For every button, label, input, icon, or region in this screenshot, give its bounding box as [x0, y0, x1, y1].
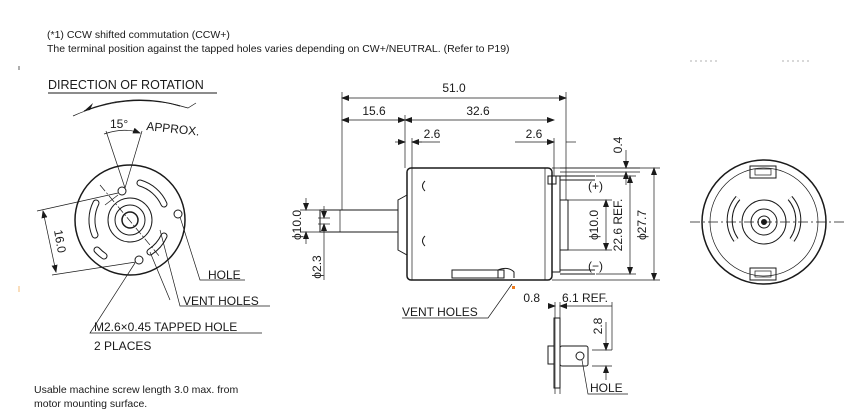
motor-face-outline	[74, 164, 186, 276]
note-terminal-position: The terminal position against the tapped…	[47, 43, 510, 55]
tapped-leader-2	[104, 194, 119, 206]
tapped-hole-bottom	[134, 255, 144, 265]
dim-ref: 22.6 REF.	[611, 199, 625, 252]
dim-shaft-dia: ϕ10.0	[290, 210, 304, 240]
minus-label: (−)	[588, 259, 603, 273]
dim-2-6-right: 2.6	[526, 127, 543, 141]
dim-rear-dia: ϕ10.0	[587, 210, 601, 240]
dim-body-dia: ϕ27.7	[635, 210, 649, 240]
approx-label: APPROX.	[146, 119, 201, 139]
hole-label: HOLE	[208, 268, 241, 282]
dim-line-16	[41, 210, 58, 273]
tapped-hole-label: M2.6×0.45 TAPPED HOLE	[94, 320, 237, 334]
side-view: (+) (−) 51.0 15.6 32.6 2.6 2.6 0.4	[290, 81, 660, 319]
rear-vent-inner	[727, 196, 740, 242]
dim-0-8: 0.8	[523, 291, 540, 305]
angle-leg-right	[124, 130, 143, 189]
rotation-arrow	[83, 99, 181, 112]
motor-body	[406, 167, 553, 281]
bearing-inner	[114, 204, 146, 236]
hole-leader	[581, 359, 628, 395]
body-slot	[422, 235, 426, 247]
vent-holes-label: VENT HOLES	[402, 305, 478, 319]
note-mounting-surface: motor mounting surface.	[34, 398, 148, 410]
rear-terminal-top-slot	[754, 168, 772, 176]
note-screw-length: Usable machine screw length 3.0 max. fro…	[34, 384, 239, 396]
hole	[173, 209, 183, 219]
dim-2-6-left: 2.6	[424, 127, 441, 141]
vent-slot-inner	[89, 200, 99, 238]
rear-view	[690, 159, 845, 285]
places-label: 2 PLACES	[94, 339, 151, 353]
rear-terminal-bottom	[749, 267, 777, 281]
note-ccw-shifted: (*1) CCW shifted commutation (CCW+)	[47, 29, 230, 41]
dim-2-8: 2.8	[591, 317, 605, 334]
angle-arc	[103, 127, 141, 135]
tapped-leader	[89, 262, 262, 334]
ext-line	[36, 192, 119, 212]
angle-leg-left	[105, 130, 126, 189]
centerline	[99, 184, 161, 258]
hole-label: HOLE	[590, 381, 623, 395]
vent-slot-inner	[137, 180, 167, 207]
terminal-detail: 0.8 6.1 REF. 2.8 HOLE	[523, 291, 628, 395]
shaft	[319, 209, 399, 233]
plus-label: (+)	[588, 179, 603, 193]
end-cap-tab	[547, 175, 557, 185]
rear-vent-inner	[788, 196, 801, 242]
vent-opening	[451, 269, 505, 279]
vent-slot-inner	[147, 233, 167, 255]
rear-bearing	[559, 199, 569, 251]
vent-opening-2	[497, 267, 515, 278]
vent-leader	[159, 229, 270, 307]
dim-15-6: 15.6	[362, 104, 386, 118]
rotation-arrowhead	[84, 103, 93, 111]
vent-leader-2	[149, 251, 171, 301]
dim-small-dia: ϕ2.3	[310, 255, 324, 279]
shaft-end	[121, 211, 139, 229]
dim-0-4: 0.4	[611, 136, 625, 153]
body-slot	[422, 180, 426, 192]
rear-terminal-bottom-slot	[754, 270, 772, 278]
terminal-hole	[575, 351, 585, 361]
vent-holes-label: VENT HOLES	[183, 294, 259, 308]
dim-32-6: 32.6	[466, 104, 490, 118]
rotation-heading: DIRECTION OF ROTATION	[48, 78, 204, 92]
dim-51: 51.0	[442, 81, 466, 95]
vent-leader	[402, 283, 513, 319]
end-cap	[551, 175, 561, 273]
angle-label: 15°	[110, 117, 128, 131]
ext-line	[51, 261, 137, 276]
terminal-lug	[559, 345, 589, 367]
hole-leader	[179, 216, 245, 281]
bearing-boss	[107, 197, 153, 243]
vent-slot-inner	[94, 247, 107, 259]
rear-terminal-top	[749, 165, 777, 179]
rotation-arc	[72, 100, 197, 117]
front-boss	[397, 194, 408, 256]
front-view: DIRECTION OF ROTATION 15° APPROX.	[36, 78, 270, 353]
dim-16: 16.0	[51, 229, 69, 255]
tapped-hole-top	[117, 186, 127, 196]
scan-mark	[512, 286, 515, 289]
dim-6-1-ref: 6.1 REF.	[562, 291, 608, 305]
terminal-tab	[547, 345, 555, 365]
